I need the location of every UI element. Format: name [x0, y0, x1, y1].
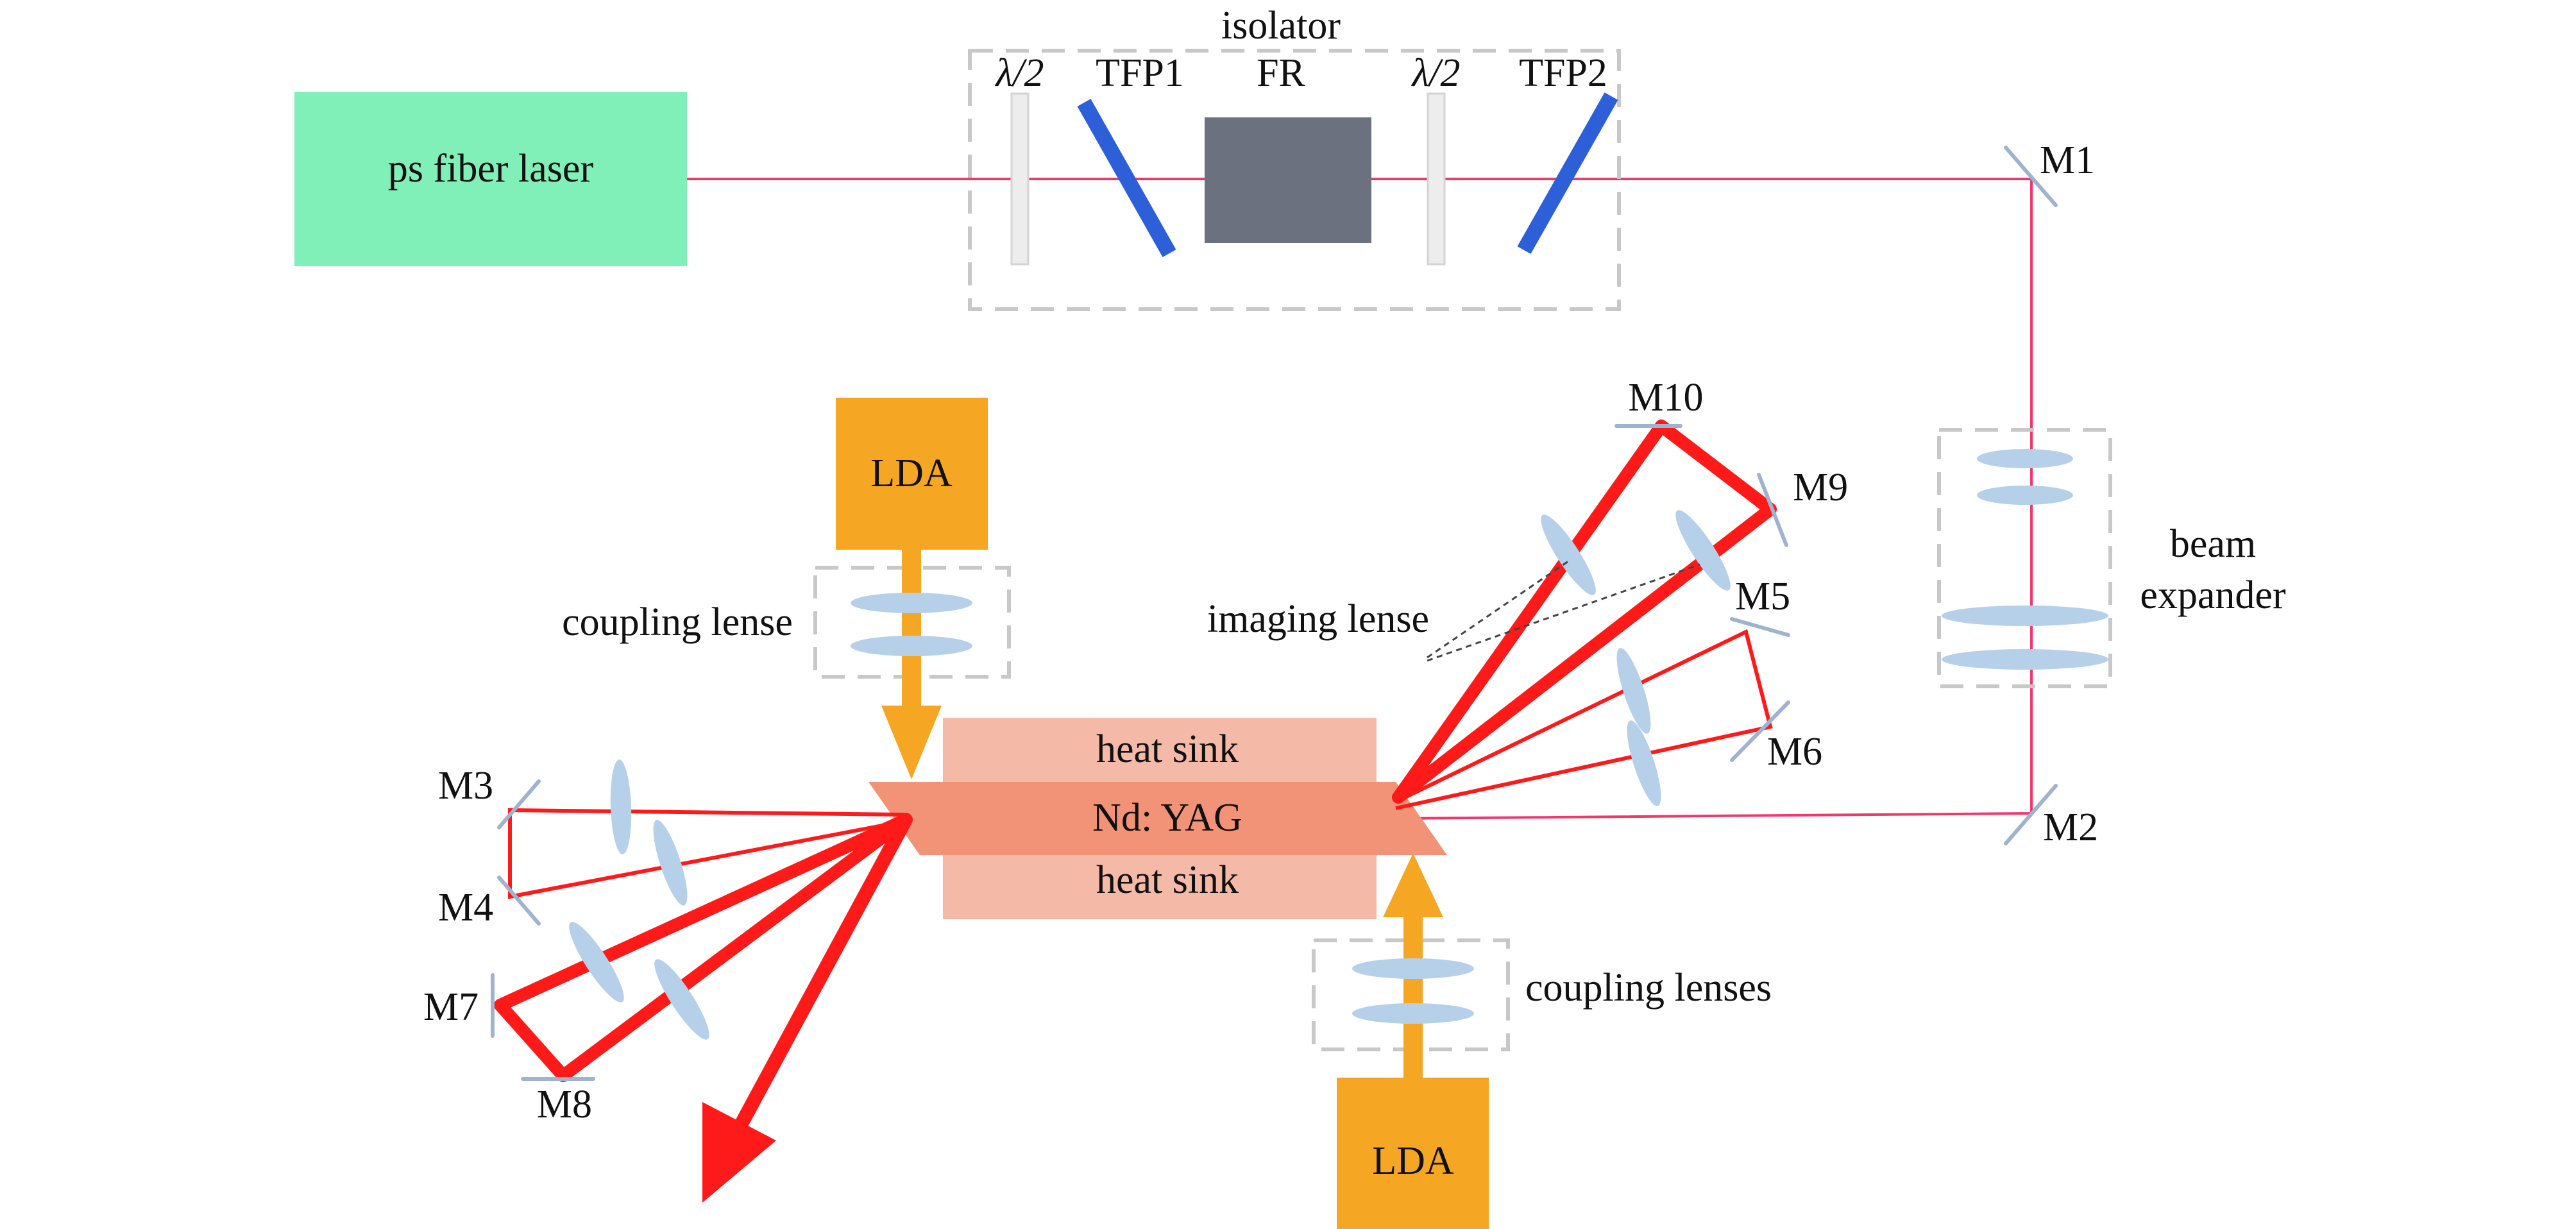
mirror-m2-label: M2	[2043, 806, 2098, 849]
ndyag-crystal	[869, 782, 1447, 855]
mirror-m10-label: M10	[1628, 376, 1703, 420]
beam-expander-lens-4	[1942, 649, 2108, 670]
half-waveplate-1	[1010, 92, 1030, 266]
coupling-lenses-2	[1352, 1003, 1474, 1024]
coupling-lense-1	[851, 593, 972, 613]
heat-sink-bottom-label: heat sink	[1096, 858, 1239, 902]
imaging-lense-4	[1627, 720, 1661, 806]
coupling-lense-label: coupling lense	[562, 600, 793, 644]
lda-bottom-box	[1337, 1078, 1489, 1229]
mirror-m2	[2004, 784, 2058, 845]
tfp2-label: TFP2	[1519, 51, 1607, 95]
heat-sink-top-label: heat sink	[1096, 727, 1239, 771]
imaging-lense-1	[1541, 514, 1596, 595]
coupling-lenses-1	[1352, 958, 1474, 979]
fiber-laser-label: ps fiber laser	[388, 147, 594, 191]
lda-top-box	[836, 398, 988, 550]
mirror-m9	[1757, 473, 1788, 547]
imaging-lense-3	[1616, 648, 1651, 734]
mirror-m5	[1730, 617, 1790, 637]
mirror-m3	[497, 779, 541, 829]
beam-expander-label-line2: expander	[2140, 573, 2286, 617]
beam-pass-m9-m10	[1392, 420, 1777, 804]
beam-pass-m7-m8	[494, 813, 912, 1082]
tfp2-plate	[1517, 92, 1618, 254]
pump-arrow-top-shaft	[902, 550, 921, 707]
left-lens-2	[653, 820, 688, 906]
heat-sink-top	[943, 718, 1377, 782]
output-beam-arrowhead	[702, 1102, 776, 1203]
beam-expander-label-line1: beam	[2170, 522, 2256, 566]
lda-bottom-label: LDA	[1372, 1139, 1454, 1183]
imaging-lense-leader-1	[1427, 560, 1569, 659]
faraday-rotator	[1205, 117, 1371, 243]
ndyag-crystal-label: Nd: YAG	[1092, 796, 1242, 840]
mirror-m6	[1730, 700, 1790, 762]
beam-pass-m5-m6	[1394, 629, 1773, 810]
beam-pass-m3-m4	[508, 808, 906, 899]
beam-expander-lens-3	[1942, 606, 2108, 626]
pump-arrow-top-head	[881, 706, 942, 779]
mirror-m1-label: M1	[2040, 139, 2095, 182]
left-lens-1	[610, 759, 632, 854]
mirror-m4	[497, 876, 541, 926]
beam-expander-lens-2	[1977, 486, 2073, 505]
isolator-label: isolator	[1221, 4, 1341, 47]
beam-expander-box	[1937, 428, 2112, 688]
mirror-m9-label: M9	[1793, 466, 1848, 509]
tfp1-plate	[1077, 99, 1176, 257]
coupling-lenses-label: coupling lenses	[1525, 966, 1772, 1010]
mirror-m7-label: M7	[423, 985, 479, 1029]
mirror-m6-label: M6	[1767, 730, 1822, 774]
mirror-m8-label: M8	[537, 1083, 592, 1126]
mirror-m3-label: M3	[438, 764, 493, 808]
half-waveplate-1-label: λ/2	[994, 51, 1044, 95]
faraday-rotator-label: FR	[1257, 51, 1305, 95]
heat-sink-bottom	[943, 855, 1377, 919]
imaging-lense-leader-2	[1427, 563, 1700, 662]
half-waveplate-2-label: λ/2	[1411, 51, 1460, 95]
pump-arrow-bottom-shaft	[1403, 914, 1423, 1078]
fiber-laser-box	[294, 92, 687, 266]
tfp1-label: TFP1	[1096, 51, 1184, 95]
lda-top-label: LDA	[870, 452, 953, 495]
output-beam-shaft	[736, 813, 913, 1128]
imaging-lense-2	[1675, 510, 1731, 591]
half-waveplate-2	[1427, 92, 1446, 266]
coupling-lense-2	[851, 636, 972, 656]
pump-arrow-bottom-head	[1383, 853, 1443, 917]
mirror-m4-label: M4	[438, 886, 493, 929]
isolator-box	[968, 49, 1621, 311]
imaging-lense-label: imaging lense	[1207, 597, 1429, 641]
left-lens-4	[654, 959, 709, 1040]
mirror-m5-label: M5	[1735, 575, 1790, 618]
left-lens-3	[569, 922, 624, 1003]
mirror-m1	[2004, 146, 2058, 207]
beam-expander-lens-1	[1977, 449, 2073, 468]
